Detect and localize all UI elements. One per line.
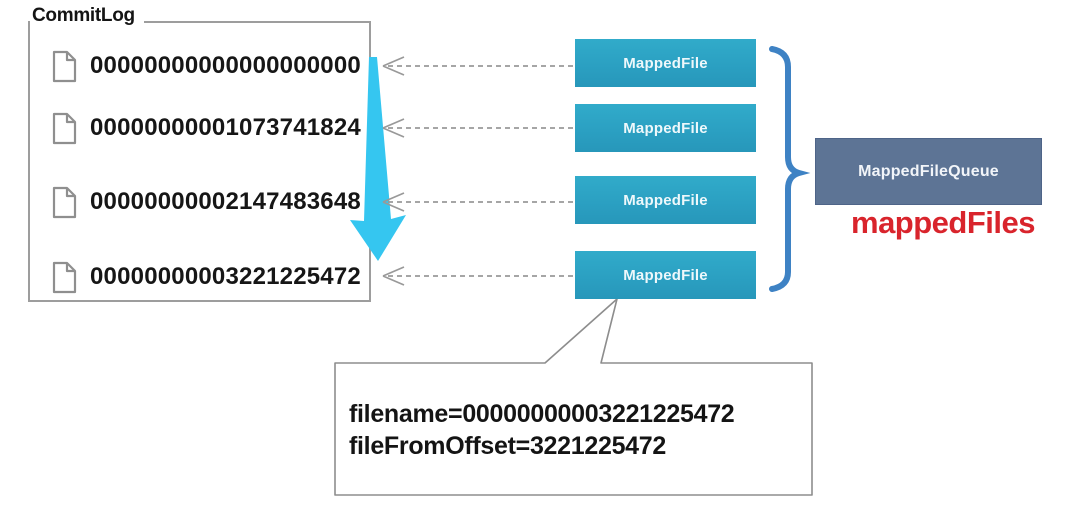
mappedfile-box-1: MappedFile xyxy=(575,39,756,87)
commitlog-file-row: 00000000000000000000 xyxy=(52,49,361,83)
file-icon xyxy=(52,112,77,144)
commitlog-file-row: 00000000002147483648 xyxy=(52,185,361,219)
commitlog-file-name: 00000000003221225472 xyxy=(90,263,361,290)
connector-arrowhead-1 xyxy=(382,56,405,76)
callout-bubble xyxy=(334,298,813,496)
mappedfile-box-2: MappedFile xyxy=(575,104,756,152)
mappedfile-box-3: MappedFile xyxy=(575,176,756,224)
grouping-brace-icon xyxy=(769,46,811,292)
commitlog-file-name: 00000000002147483648 xyxy=(90,188,361,215)
mappedfilequeue-box: MappedFileQueue xyxy=(815,138,1042,205)
connector-arrowhead-3 xyxy=(382,192,405,212)
commitlog-file-name: 00000000001073741824 xyxy=(90,114,361,141)
mappedfiles-field-label: mappedFiles xyxy=(851,205,1036,240)
commitlog-file-row: 00000000001073741824 xyxy=(52,111,361,145)
file-icon xyxy=(52,186,77,218)
connector-arrowhead-2 xyxy=(382,118,405,138)
file-icon xyxy=(52,50,77,82)
down-arrow-icon xyxy=(350,57,406,261)
callout-line-filename: filename=00000000003221225472 xyxy=(349,400,735,428)
commitlog-title: CommitLog xyxy=(30,3,144,29)
mappedfile-box-4: MappedFile xyxy=(575,251,756,299)
callout-text: filename=00000000003221225472 fileFromOf… xyxy=(349,398,735,462)
file-icon xyxy=(52,261,77,293)
callout-line-filefromoffset: fileFromOffset=3221225472 xyxy=(349,432,666,460)
connector-arrowhead-4 xyxy=(382,266,405,286)
commitlog-file-name: 00000000000000000000 xyxy=(90,52,361,79)
commitlog-file-row: 00000000003221225472 xyxy=(52,260,361,294)
